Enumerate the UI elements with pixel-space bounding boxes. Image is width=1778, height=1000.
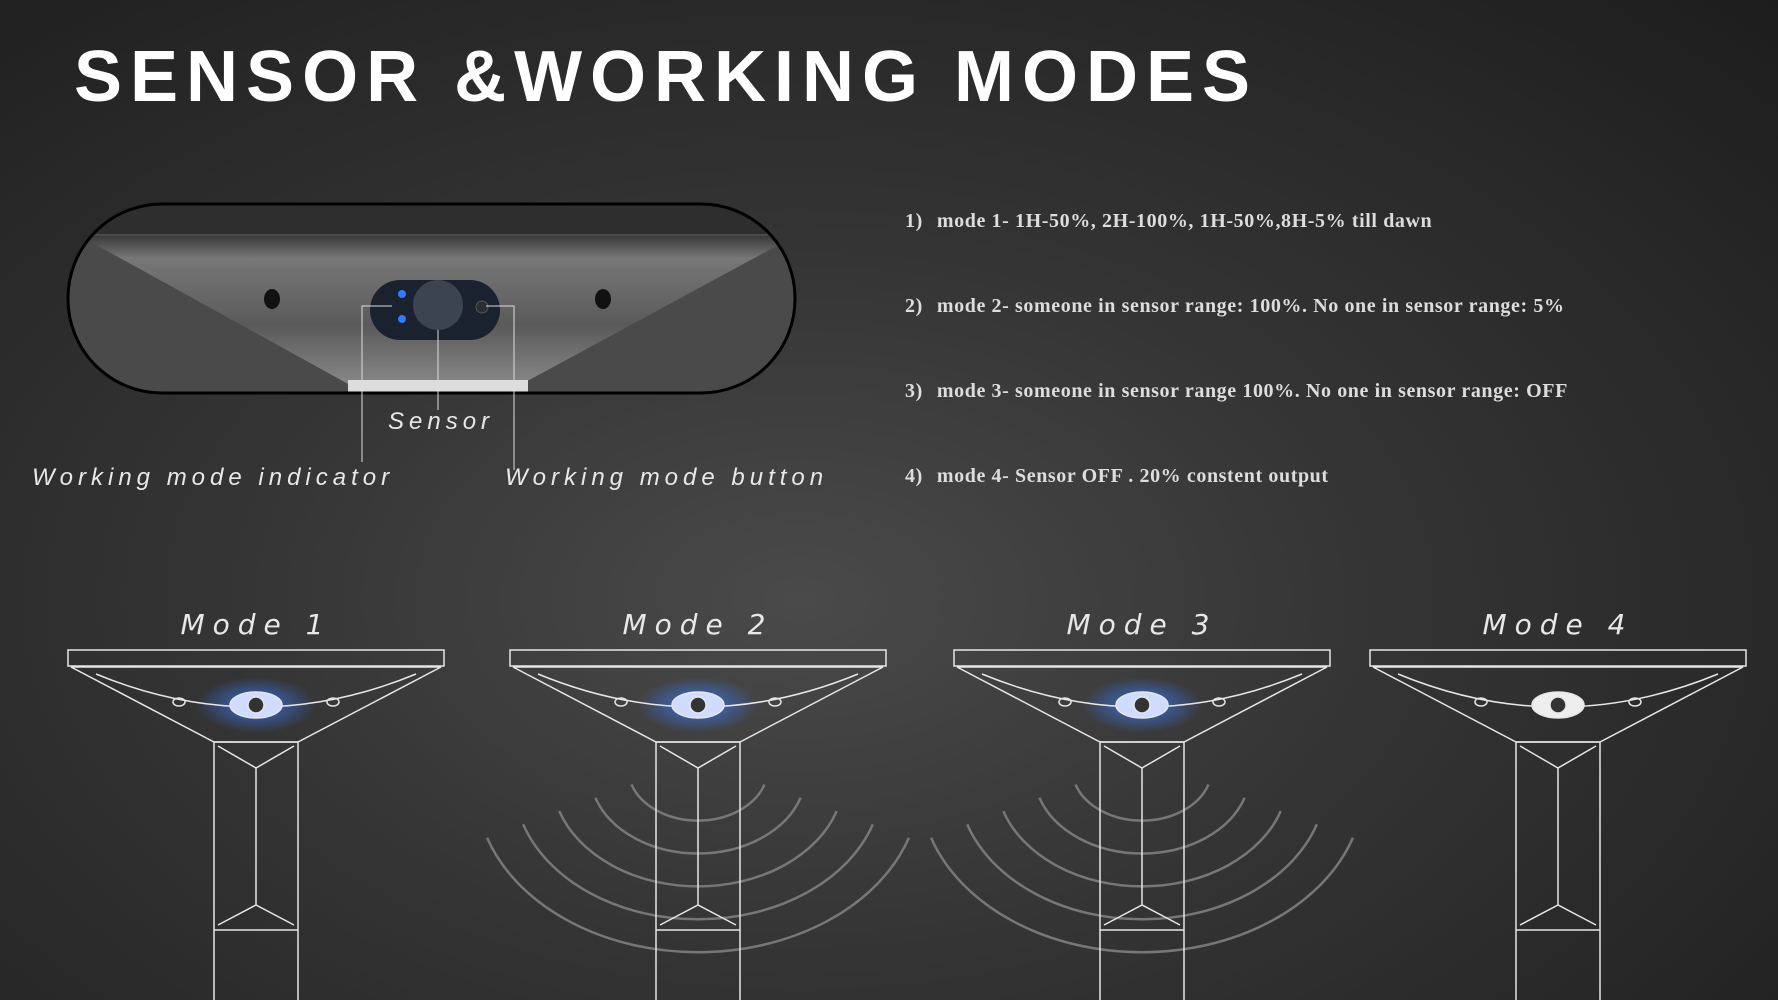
lamp-head bbox=[1369, 649, 1747, 667]
lamp-pole-detail bbox=[659, 745, 737, 769]
lamp-mode-1 bbox=[67, 649, 445, 1000]
lamp-sensor-lens bbox=[1549, 696, 1567, 714]
page-title: SENSOR &WORKING MODES bbox=[74, 37, 1259, 117]
lamp-sensor-lens bbox=[1133, 696, 1151, 714]
lamp-pole-detail bbox=[1519, 745, 1597, 769]
lamp-sensor-lens bbox=[247, 696, 265, 714]
indicator-callout: Working mode indicator bbox=[32, 464, 395, 491]
lamp-screw-icon bbox=[1058, 697, 1072, 707]
mode-1-label: Mode 1 bbox=[180, 608, 332, 641]
indicator-led bbox=[398, 290, 406, 298]
mode-item: 2)mode 2- someone in sensor range: 100%.… bbox=[905, 295, 1565, 317]
modes-list: 1)mode 1- 1H-50%, 2H-100%, 1H-50%,8H-5% … bbox=[905, 210, 1568, 550]
lamp-screw-icon bbox=[1474, 697, 1488, 707]
lamp-head bbox=[67, 649, 445, 667]
lamp-screw-icon bbox=[172, 697, 186, 707]
lamp-pole-detail bbox=[659, 904, 737, 926]
lamp-pole-detail bbox=[217, 904, 295, 926]
lamp-head bbox=[509, 649, 887, 667]
lamp-pole bbox=[1099, 741, 1185, 1000]
lamp-pole-detail bbox=[1519, 904, 1597, 926]
sensor-wave bbox=[966, 823, 1318, 921]
lamp-screw-icon bbox=[326, 697, 340, 707]
lamp-screw-icon bbox=[614, 697, 628, 707]
lamp-mode-3 bbox=[929, 649, 1355, 1000]
sensor-callout: Sensor bbox=[388, 408, 495, 435]
lamp-screw-icon bbox=[768, 697, 782, 707]
lamp-head bbox=[953, 649, 1331, 667]
lamp-pole bbox=[655, 741, 741, 1000]
lamp-mode-2 bbox=[485, 649, 911, 1000]
lamp-pole-detail bbox=[1103, 904, 1181, 926]
sensor-wave bbox=[929, 837, 1355, 954]
lamp-pole-detail bbox=[1103, 745, 1181, 769]
mode-3-label: Mode 3 bbox=[1066, 608, 1218, 641]
lamp-pole bbox=[1515, 741, 1601, 1000]
lamp-mode-4 bbox=[1369, 649, 1747, 1000]
lamp-pole-detail bbox=[217, 745, 295, 769]
lamp-pole bbox=[213, 741, 299, 1000]
lamp-sensor-lens bbox=[689, 696, 707, 714]
mode-item: 1)mode 1- 1H-50%, 2H-100%, 1H-50%,8H-5% … bbox=[905, 210, 1433, 232]
mode-2-label: Mode 2 bbox=[622, 608, 774, 641]
sensor-lens bbox=[413, 280, 463, 330]
mode-4-label: Mode 4 bbox=[1482, 608, 1634, 641]
sensor-wave bbox=[522, 823, 874, 921]
mode-button-icon bbox=[475, 300, 489, 314]
lamp-screw-icon bbox=[1628, 697, 1642, 707]
mode-item: 3)mode 3- someone in sensor range 100%. … bbox=[905, 380, 1568, 402]
indicator-led bbox=[398, 315, 406, 323]
lamp-screw-icon bbox=[1212, 697, 1226, 707]
sensor-wave bbox=[485, 837, 911, 954]
button-callout: Working mode button bbox=[505, 464, 829, 491]
mode-item: 4)mode 4- Sensor OFF . 20% constent outp… bbox=[905, 465, 1329, 487]
